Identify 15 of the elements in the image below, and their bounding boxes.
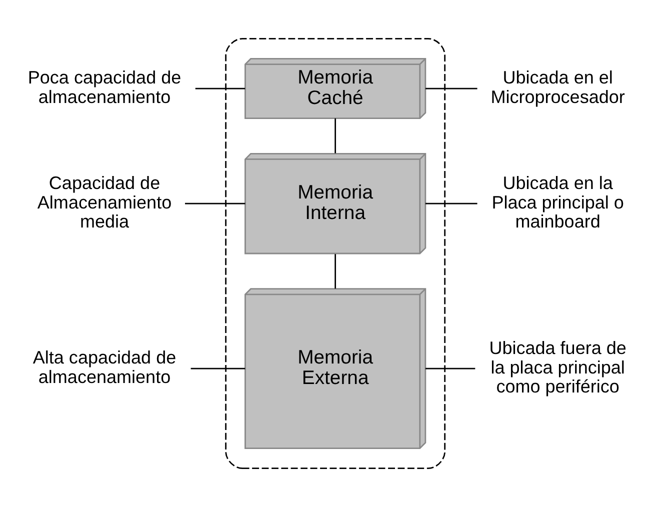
connector bbox=[195, 88, 246, 90]
connector bbox=[190, 368, 246, 370]
node-text: Ubicada fuera de la placa principal como periférico bbox=[489, 338, 626, 397]
cluster bbox=[225, 38, 446, 470]
node-text: Poca capacidad de almacenamiento bbox=[28, 68, 182, 107]
connector bbox=[334, 118, 336, 154]
connector bbox=[185, 202, 246, 204]
node-text: Alta capacidad de almacenamiento bbox=[32, 348, 176, 387]
connector bbox=[425, 368, 476, 370]
connector bbox=[425, 202, 478, 204]
connector bbox=[425, 88, 478, 90]
node-text: Capacidad de Almacenamiento media bbox=[37, 172, 172, 232]
node-text: Ubicada en el Microprocesador bbox=[490, 68, 625, 107]
node-text: Ubicada en la Placa principal o mainboard bbox=[492, 172, 624, 232]
connector bbox=[334, 254, 336, 289]
